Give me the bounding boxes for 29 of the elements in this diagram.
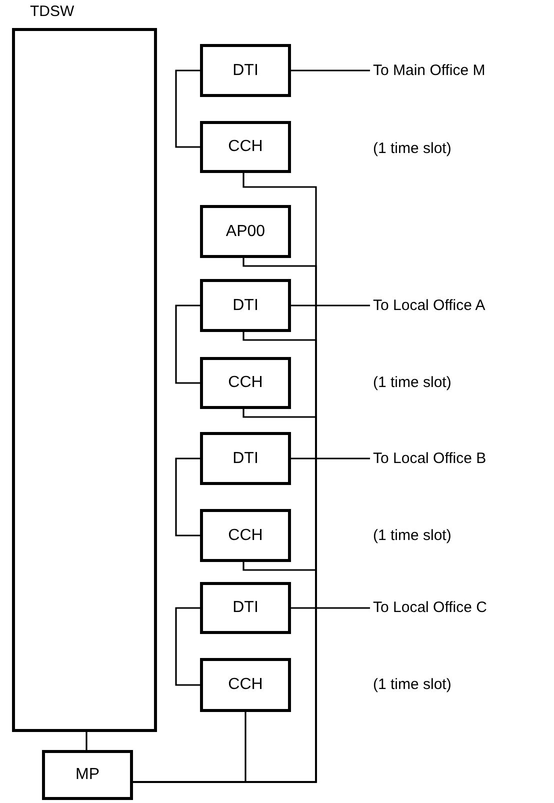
unit-box: MP — [42, 750, 133, 800]
switch-title: TDSW — [30, 2, 74, 22]
unit-box: CCH — [200, 121, 291, 173]
unit-box: CCH — [200, 509, 291, 562]
unit-box: AP00 — [200, 205, 291, 258]
connector-line — [175, 70, 200, 148]
destination-text: To Local Office C — [373, 597, 487, 619]
note-text: (1 time slot) — [373, 526, 452, 546]
connector-line — [175, 304, 200, 384]
connector-line — [175, 607, 200, 686]
unit-box: CCH — [200, 357, 291, 409]
destination-text: To Main Office M — [373, 60, 486, 82]
unit-box: CCH — [200, 658, 291, 712]
note-text: (1 time slot) — [373, 139, 452, 159]
connector-line — [86, 732, 88, 750]
unit-box: DTI — [200, 279, 291, 332]
connector-line — [291, 607, 370, 609]
unit-box: DTI — [200, 432, 291, 485]
unit-box: DTI — [200, 582, 291, 634]
connector-line — [291, 458, 370, 460]
connector-line — [175, 458, 200, 536]
note-text: (1 time slot) — [373, 675, 452, 695]
destination-text: To Local Office B — [373, 448, 486, 470]
unit-box: DTI — [200, 44, 291, 97]
connector-line — [291, 304, 370, 306]
note-text: (1 time slot) — [373, 373, 452, 393]
destination-text: To Local Office A — [373, 295, 486, 317]
connector-line — [291, 70, 370, 72]
connector-line — [133, 712, 246, 783]
